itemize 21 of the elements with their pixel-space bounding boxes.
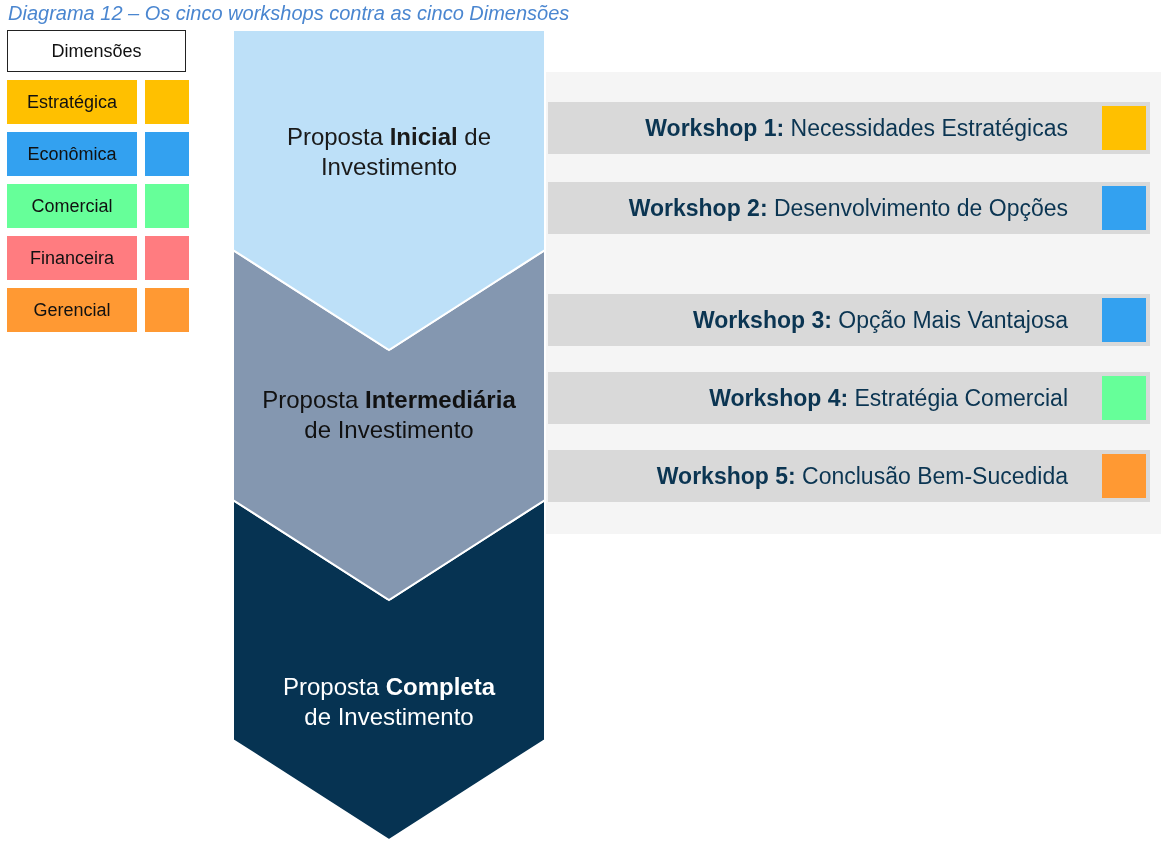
workshop-bar xyxy=(548,102,1150,154)
legend-heading: Dimensões xyxy=(7,30,186,72)
stage-label: Proposta Inicial de Investimento xyxy=(285,122,493,182)
workshop-label: Workshop 3: Opção Mais Vantajosa xyxy=(693,307,1068,333)
workshop-label: Workshop 5: Conclusão Bem-Sucedida xyxy=(656,463,1068,489)
legend-label: Econômica xyxy=(7,132,137,176)
legend-label: Gerencial xyxy=(7,288,137,332)
diagram-title: Diagrama 12 – Os cinco workshops contra as cinco Dimensões xyxy=(8,2,570,25)
stage-label: Proposta Completa de Investimento xyxy=(281,672,497,732)
legend-label: Estratégica xyxy=(7,80,137,124)
workshop-panel xyxy=(546,72,1161,534)
workshop-bar xyxy=(548,450,1150,502)
workshop-bar xyxy=(548,372,1150,424)
stage-label: Proposta Intermediária de Investimento xyxy=(261,385,517,445)
workshop-bar xyxy=(548,294,1150,346)
workshop-label: Workshop 1: Necessidades Estratégicas xyxy=(645,115,1068,141)
legend-label: Comercial xyxy=(7,184,137,228)
legend-label: Financeira xyxy=(7,236,137,280)
workshop-label: Workshop 2: Desenvolvimento de Opções xyxy=(628,195,1068,221)
workshop-bar xyxy=(548,182,1150,234)
workshop-label: Workshop 4: Estratégia Comercial xyxy=(709,385,1068,411)
